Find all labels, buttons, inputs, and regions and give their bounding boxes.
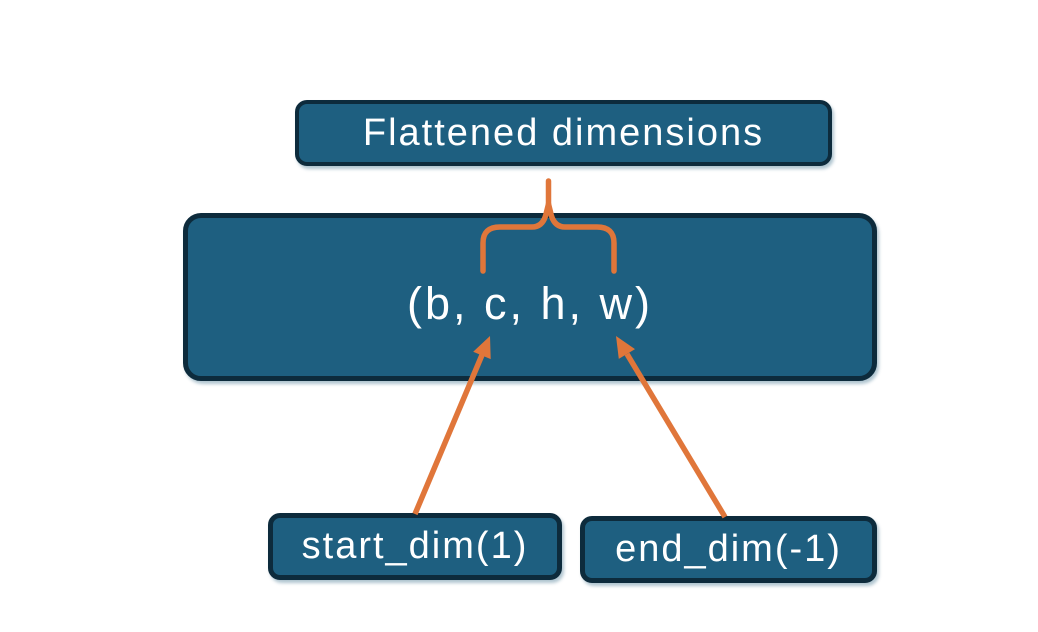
tensor-shape-label: (b, c, h, w)	[406, 278, 654, 329]
flattened-dimensions-box: Flattened dimensions	[295, 100, 832, 166]
flattened-dimensions-label: Flattened dimensions	[362, 111, 765, 154]
start-dim-label: start_dim(1)	[301, 525, 529, 567]
end-dim-label: end_dim(-1)	[615, 528, 842, 570]
start-dim-box: start_dim(1)	[268, 513, 562, 580]
end-dim-box: end_dim(-1)	[580, 516, 877, 583]
tensor-shape-box: (b, c, h, w)	[183, 213, 877, 381]
